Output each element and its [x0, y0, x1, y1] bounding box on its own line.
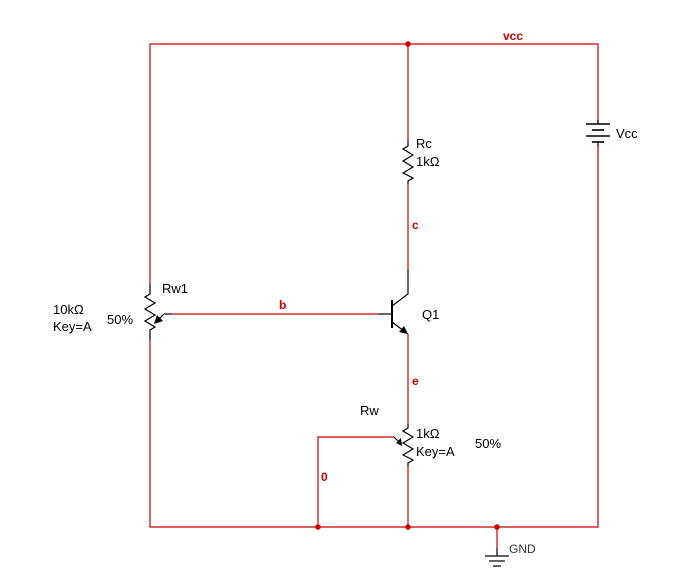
potentiometer-rw1[interactable]: Rw1 10kΩ Key=A 50% — [53, 281, 188, 340]
resistor-rc-value: 1kΩ — [416, 154, 440, 169]
resistor-rc-name: Rc — [416, 136, 432, 151]
net-label-b: b — [279, 298, 286, 312]
potentiometer-rw[interactable]: Rw 1kΩ Key=A 50% — [360, 403, 501, 466]
junction-dot — [405, 524, 411, 530]
net-label-vcc: vcc — [503, 29, 523, 43]
wire-bottom-rail — [149, 145, 599, 528]
wires — [149, 43, 599, 548]
net-label-c: c — [412, 218, 419, 232]
potentiometer-rw1-key: Key=A — [53, 319, 92, 334]
junction-dot — [315, 524, 321, 530]
battery-vcc[interactable]: Vcc — [586, 120, 638, 146]
resistor-rc-symbol — [401, 140, 415, 184]
wire-net-0 — [317, 436, 394, 527]
potentiometer-rw-name: Rw — [360, 403, 379, 418]
potentiometer-rw-value: 1kΩ — [416, 426, 440, 441]
resistor-rc[interactable]: Rc 1kΩ — [401, 136, 440, 184]
net-label-e: e — [412, 374, 419, 388]
transistor-q1-name: Q1 — [422, 307, 439, 322]
potentiometer-rw-arrow — [396, 438, 402, 446]
junction-dot — [494, 524, 500, 530]
wire-top-rail — [149, 43, 599, 284]
potentiometer-rw1-setting: 50% — [107, 312, 133, 327]
potentiometer-rw-setting: 50% — [475, 436, 501, 451]
potentiometer-rw1-symbol — [143, 284, 157, 340]
potentiometer-rw1-value: 10kΩ — [53, 302, 84, 317]
potentiometer-rw-symbol — [401, 424, 415, 466]
potentiometer-rw1-arrow — [154, 315, 163, 324]
transistor-q1-emitter-arrow — [399, 326, 408, 334]
transistor-q1-collector — [391, 270, 409, 307]
potentiometer-rw-key: Key=A — [416, 444, 455, 459]
junctions — [315, 41, 500, 530]
potentiometer-rw1-name: Rw1 — [162, 281, 188, 296]
battery-vcc-name: Vcc — [616, 126, 638, 141]
ground-label: GND — [509, 542, 536, 556]
transistor-q1[interactable]: Q1 — [378, 270, 439, 335]
net-labels: vcc b c e 0 — [279, 29, 523, 484]
ground-symbol[interactable]: GND — [485, 542, 536, 567]
junction-dot — [405, 41, 411, 47]
potentiometer-rw-wiper — [393, 436, 399, 442]
net-label-0: 0 — [321, 470, 328, 484]
